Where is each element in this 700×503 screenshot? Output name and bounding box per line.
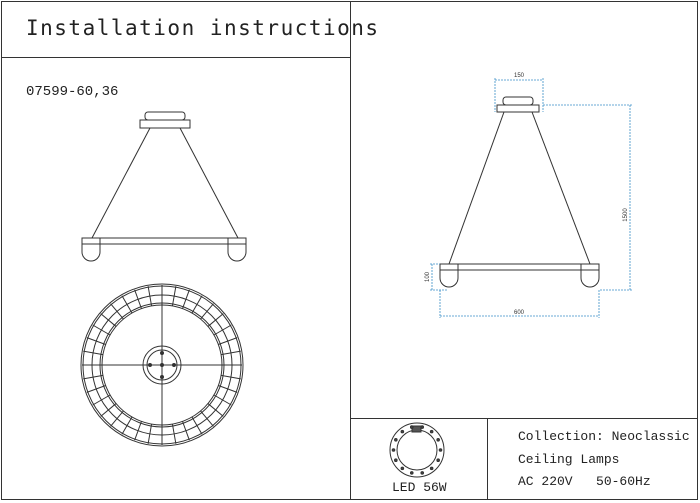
ring-segment xyxy=(171,424,177,444)
spec-category: Ceiling Lamps xyxy=(518,452,620,467)
ring-segment xyxy=(221,350,241,356)
ring-segment xyxy=(121,416,133,435)
led-power-label: LED 56W xyxy=(392,480,447,495)
led-chip xyxy=(438,448,443,452)
ring-segment xyxy=(110,303,124,320)
ring-segment xyxy=(218,337,238,345)
title-divider xyxy=(1,57,351,58)
page-title: Installation instructions xyxy=(26,16,380,40)
led-chip xyxy=(420,425,425,429)
ring-segment xyxy=(191,295,203,314)
dimensioned-view-drawing xyxy=(439,96,600,288)
led-chip xyxy=(429,466,434,471)
ring-segment xyxy=(121,295,133,314)
ring-segment xyxy=(147,286,153,306)
led-chip xyxy=(391,448,396,452)
model-number: 07599-60,36 xyxy=(26,84,119,100)
ring-segment xyxy=(191,416,203,435)
ring-segment xyxy=(213,394,232,406)
ring-segment xyxy=(83,350,103,356)
dim-ring-diameter: 600 xyxy=(514,310,525,316)
ring-segment xyxy=(134,421,142,441)
ring-segment xyxy=(86,385,106,393)
ring-segment xyxy=(200,410,214,427)
led-chip xyxy=(400,466,405,471)
ring-segment xyxy=(100,313,117,327)
ring-segment xyxy=(83,374,103,380)
led-chip xyxy=(409,471,414,475)
mount-hole xyxy=(160,351,164,355)
led-chip xyxy=(409,425,414,429)
mount-hole xyxy=(172,363,176,367)
ring-segment xyxy=(86,337,106,345)
led-chip xyxy=(394,458,398,462)
dim-ring-height: 100 xyxy=(425,271,431,282)
ring-segment xyxy=(221,374,241,380)
ring-segment xyxy=(218,385,238,393)
ring-segment xyxy=(200,303,214,320)
ring-segment xyxy=(213,324,232,336)
dim-canopy-width: 150 xyxy=(514,73,525,79)
led-chip xyxy=(436,438,440,442)
mount-hole xyxy=(148,363,152,367)
ring-segment xyxy=(92,324,111,336)
ring-segment xyxy=(134,289,142,309)
ring-segment xyxy=(92,394,111,406)
led-chip xyxy=(420,471,425,475)
led-chip xyxy=(436,458,440,462)
dim-drop-height: 1500 xyxy=(623,208,629,222)
ring-top-view-drawing xyxy=(80,283,244,447)
led-chip xyxy=(400,429,405,434)
spec-divider xyxy=(350,418,698,419)
ring-segment xyxy=(207,313,224,327)
ring-segment xyxy=(171,286,177,306)
spec-power: AC 220V 50-60Hz xyxy=(518,474,651,489)
ring-segment xyxy=(100,403,117,417)
spec-collection: Collection: Neoclassic xyxy=(518,429,690,444)
spec-column-divider xyxy=(487,418,488,500)
mount-hole xyxy=(160,375,164,379)
led-module-icon xyxy=(389,422,445,478)
dimension-lines xyxy=(430,78,632,318)
center-divider xyxy=(350,1,351,500)
ring-segment xyxy=(182,421,190,441)
ring-segment xyxy=(207,403,224,417)
led-chip xyxy=(429,429,434,434)
side-view-drawing xyxy=(81,111,247,262)
ring-segment xyxy=(182,289,190,309)
mount-hole xyxy=(160,363,164,367)
ring-segment xyxy=(110,410,124,427)
led-chip xyxy=(394,438,398,442)
ring-segment xyxy=(147,424,153,444)
